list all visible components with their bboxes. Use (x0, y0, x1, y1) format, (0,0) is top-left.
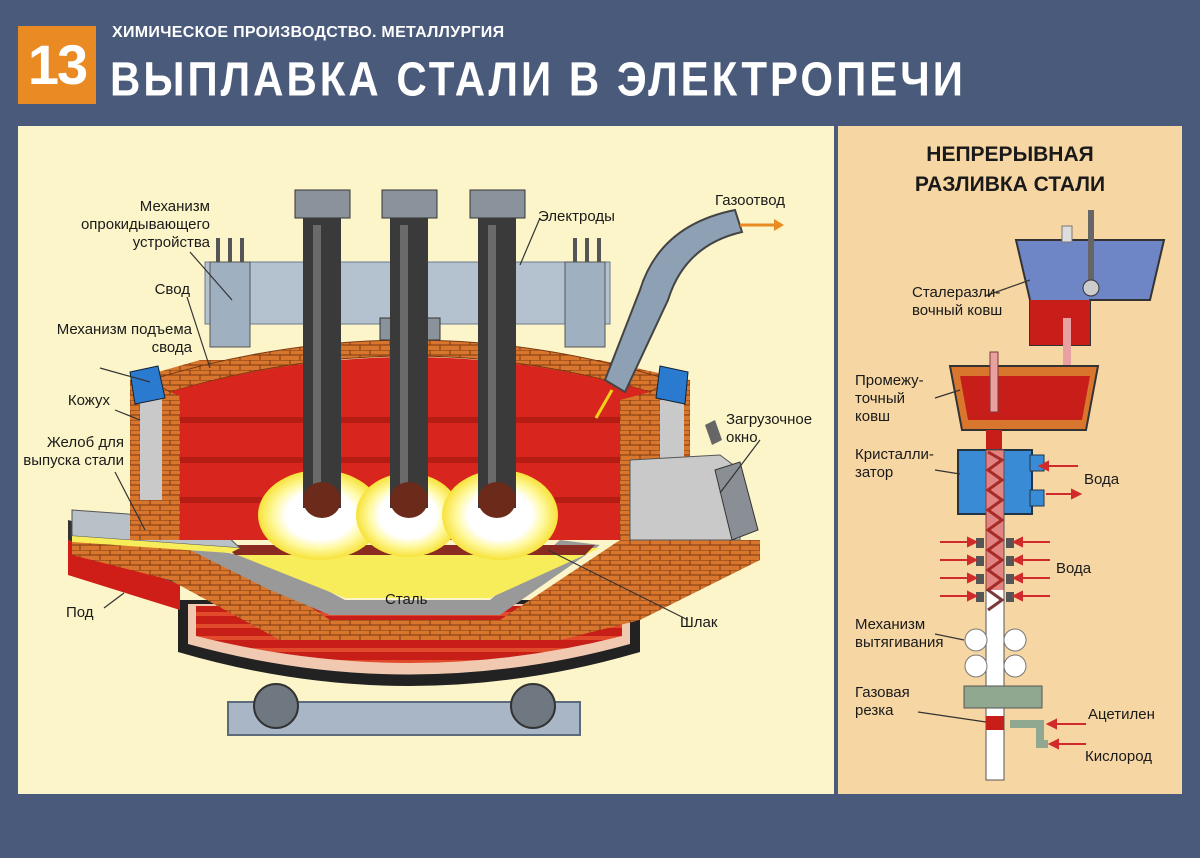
label-electrodes: Электроды (538, 208, 615, 225)
poster-title: ВЫПЛАВКА СТАЛИ В ЭЛЕКТРОПЕЧИ (110, 52, 966, 107)
label-slag: Шлак (680, 614, 718, 631)
casting-title-line2: РАЗЛИВКА СТАЛИ (914, 173, 1106, 196)
label-water-mold: Вода (1084, 471, 1120, 488)
label-acetylene: Ацетилен (1088, 706, 1155, 723)
label-withdrawal: Механизм вытягивания (855, 616, 944, 651)
furnace-shell (68, 509, 760, 686)
label-water-spray: Вода (1056, 560, 1092, 577)
label-gas-cut: Газовая резка (855, 684, 910, 719)
label-tundish: Промежу- точный ковш (855, 372, 924, 425)
continuous-casting (917, 210, 1166, 781)
furnace-leaders (99, 217, 761, 621)
label-tap-spout: Желоб для выпуска стали (23, 434, 124, 469)
gas-outlet-pipe (594, 208, 784, 419)
label-charging-door: Загрузочное окно (726, 411, 813, 446)
label-roof: Свод (154, 281, 190, 298)
poster-subtitle: ХИМИЧЕСКОЕ ПРОИЗВОДСТВО. МЕТАЛЛУРГИЯ (112, 24, 505, 41)
label-steel: Сталь (385, 591, 428, 608)
label-casing: Кожух (67, 392, 110, 409)
poster-number: 13 (18, 26, 96, 104)
furnace-carriage (227, 683, 581, 736)
label-oxygen: Кислород (1085, 748, 1152, 765)
label-mold: Кристалли- затор (855, 446, 934, 481)
label-ladle: Сталеразли- вочный ковш (912, 284, 1003, 319)
label-gas-outlet: Газоотвод (715, 192, 785, 209)
casting-title-line1: НЕПРЕРЫВНАЯ (926, 143, 1094, 166)
label-hearth: Под (66, 604, 94, 621)
casting-title: НЕПРЕРЫВНАЯ РАЗЛИВКА СТАЛИ (838, 140, 1182, 200)
label-roof-lift: Механизм подъема свода (56, 321, 192, 356)
electrodes (294, 189, 526, 518)
label-tilt-mechanism: Механизм опрокидывающего устройства (80, 198, 210, 251)
